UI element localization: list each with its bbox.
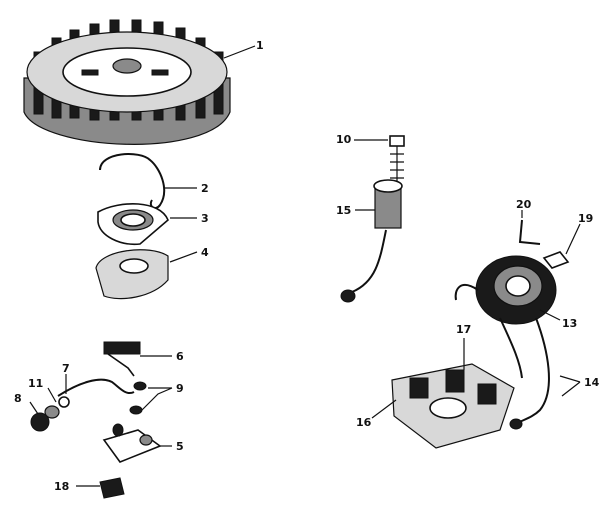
leads-part [499, 317, 581, 430]
callout-7: 7 [62, 362, 70, 375]
wire-clips-part [518, 210, 581, 269]
callout-5: 5 [176, 440, 184, 453]
callout-3: 3 [201, 212, 209, 225]
callout-16: 16 [356, 416, 372, 429]
screws-part [129, 381, 173, 415]
coil-lead-part [340, 179, 403, 303]
callout-13: 13 [562, 317, 577, 330]
bolt-part [354, 135, 405, 182]
ignition-coil-part [454, 255, 561, 325]
clip-part [76, 477, 125, 499]
callout-6: 6 [176, 350, 184, 363]
callout-20: 20 [516, 198, 532, 211]
callout-9: 9 [176, 382, 184, 395]
callout-2: 2 [201, 182, 209, 195]
gasket-part [95, 249, 198, 300]
spring-clip-part [99, 153, 197, 210]
bracket-part [102, 423, 172, 463]
callout-17: 17 [456, 323, 471, 336]
callout-18: 18 [54, 480, 69, 493]
callout-8: 8 [14, 392, 22, 405]
callout-14: 14 [584, 376, 600, 389]
breaker-arm-part [103, 341, 172, 377]
callout-10: 10 [336, 133, 352, 146]
bushing-part [97, 203, 197, 246]
flywheel-part [23, 19, 256, 145]
callout-4: 4 [201, 246, 209, 259]
callout-1: 1 [256, 39, 264, 52]
callout-11: 11 [28, 377, 43, 390]
stator-assembly-part [371, 338, 515, 449]
callout-19: 19 [578, 212, 593, 225]
screw-washer-assembly [29, 374, 135, 432]
callout-labels: 1 2 3 4 6 7 11 8 9 5 18 10 15 20 19 13 1… [14, 39, 600, 493]
callout-15: 15 [336, 204, 351, 217]
